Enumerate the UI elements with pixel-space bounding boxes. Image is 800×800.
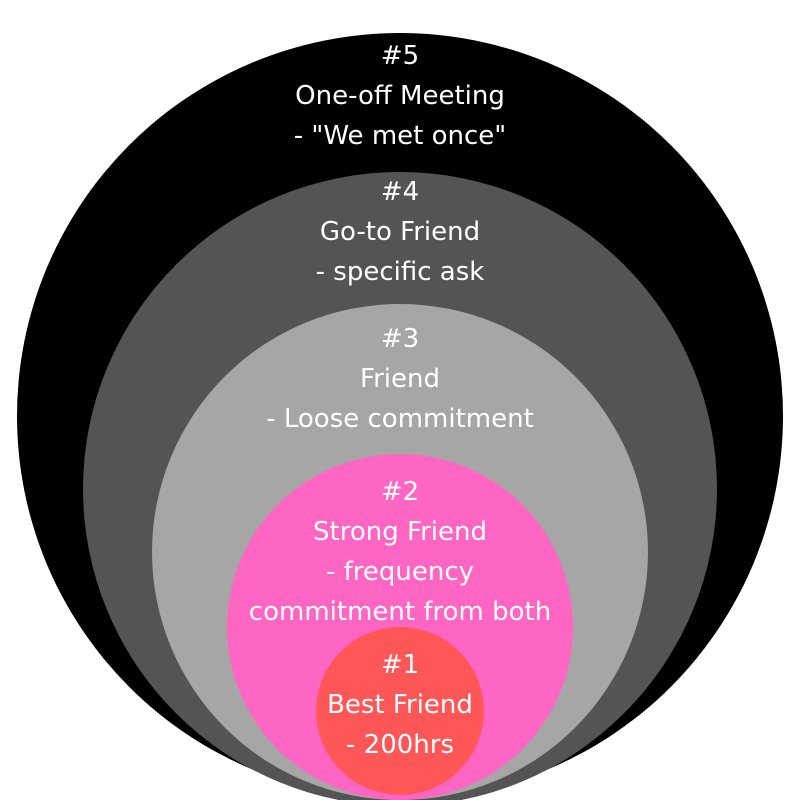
circle-4-title: Go-to Friend (319, 217, 481, 247)
circle-5-label: #5 One-off Meeting - "We met once" (0, 36, 800, 156)
circle-2-title: Strong Friend (313, 517, 487, 547)
circle-2-description-line-2: commitment from both (248, 597, 552, 627)
circle-2-description-line-1: - frequency (325, 557, 475, 587)
circle-1-rank: #1 (380, 650, 420, 680)
circle-1-best-friend (316, 627, 484, 795)
circle-1-label: #1 Best Friend - 200hrs (0, 645, 800, 765)
circle-2-label: #2 Strong Friend - frequency commitment … (0, 472, 800, 632)
circle-4-description: - specific ask (315, 257, 485, 287)
circle-5-description: - "We met once" (293, 121, 507, 151)
circle-3-rank: #3 (380, 324, 420, 354)
circle-3-description: - Loose commitment (266, 404, 534, 434)
circle-1-title: Best Friend (327, 690, 473, 720)
circle-2-rank: #2 (380, 477, 420, 507)
circle-5-title: One-off Meeting (295, 81, 505, 111)
circle-3-title: Friend (360, 364, 440, 394)
circle-1-description: - 200hrs (346, 730, 454, 760)
circle-4-label: #4 Go-to Friend - specific ask (0, 172, 800, 292)
circle-4-rank: #4 (380, 177, 420, 207)
circle-3-label: #3 Friend - Loose commitment (0, 319, 800, 439)
circle-5-rank: #5 (380, 41, 420, 71)
